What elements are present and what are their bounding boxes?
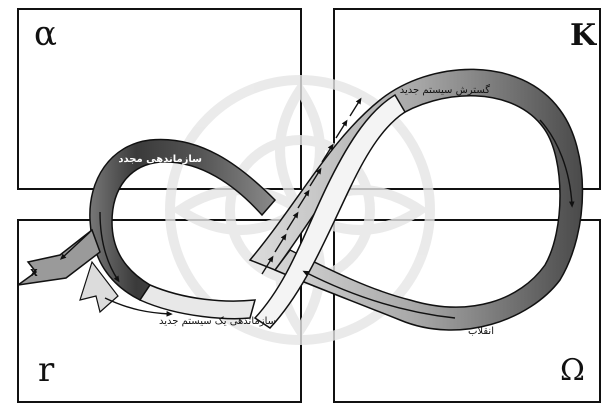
ribbon-crossing-strip (253, 93, 407, 329)
arrow-right-descent (539, 119, 575, 208)
label-new-system-organization: سازماندهی یک سیستم جدید (159, 316, 276, 327)
label-reorganization: سازماندهی مجدد (118, 154, 202, 165)
arrow-exit (59, 231, 91, 260)
ribbon-exit-tail (17, 228, 101, 286)
label-revolution: انقلاب (468, 326, 494, 337)
quadrant-bottom-left (17, 219, 302, 403)
ribbon-right-lobe (248, 68, 584, 331)
ribbon-lower-left (138, 284, 257, 320)
label-exit: x (30, 265, 38, 279)
label-system-expansion: گسترش سیستم جدید (400, 84, 490, 96)
corner-label-alpha: α (34, 14, 57, 54)
arrow-revolution (302, 270, 456, 319)
corner-label-omega: Ω (560, 353, 585, 388)
arrow-left-lobe (99, 211, 120, 283)
crossing-arrows (261, 97, 362, 275)
corner-label-r: r (38, 350, 55, 390)
arrow-new-organization (104, 297, 173, 317)
corner-label-k: K (570, 18, 597, 53)
